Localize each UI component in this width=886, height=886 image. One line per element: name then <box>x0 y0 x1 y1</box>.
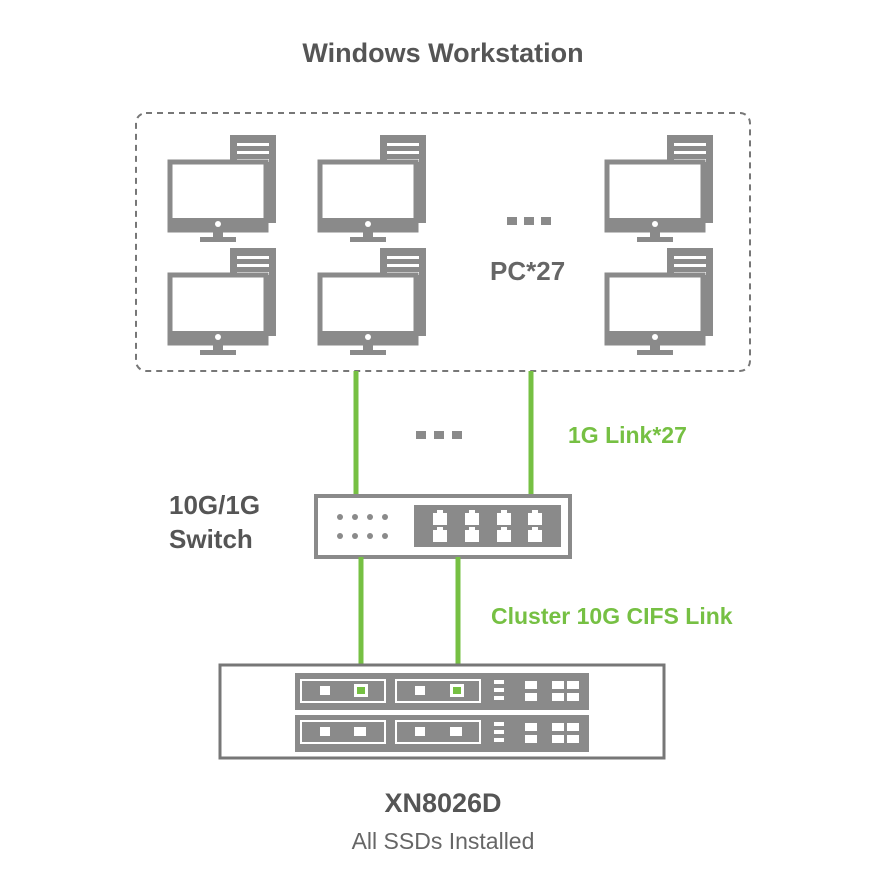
desktop-pc-icon <box>607 248 713 355</box>
nas-model-name: XN8026D <box>384 788 502 818</box>
desktop-pc-icon <box>320 248 426 355</box>
nas-subtitle: All SSDs Installed <box>351 828 535 854</box>
desktop-pc-icon <box>320 135 426 242</box>
diagram-title: Windows Workstation <box>302 38 584 68</box>
cluster-link-label: Cluster 10G CIFS Link <box>491 603 733 629</box>
link-ellipsis <box>416 431 462 439</box>
switch-label: 10G/1G Switch <box>169 488 260 556</box>
switch-label-line2: Switch <box>169 524 253 554</box>
network-switch-icon <box>314 494 572 559</box>
desktop-pc-icon <box>607 135 713 242</box>
storage-controller-icon <box>218 663 666 760</box>
switch-label-line1: 10G/1G <box>169 490 261 520</box>
pc-count-label: PC*27 <box>490 256 566 286</box>
pc-ellipsis <box>507 217 551 225</box>
workstation-group-box <box>135 112 751 372</box>
desktop-pc-icon <box>170 248 276 355</box>
uplink-label: 1G Link*27 <box>568 422 687 448</box>
desktop-pc-icon <box>170 135 276 242</box>
